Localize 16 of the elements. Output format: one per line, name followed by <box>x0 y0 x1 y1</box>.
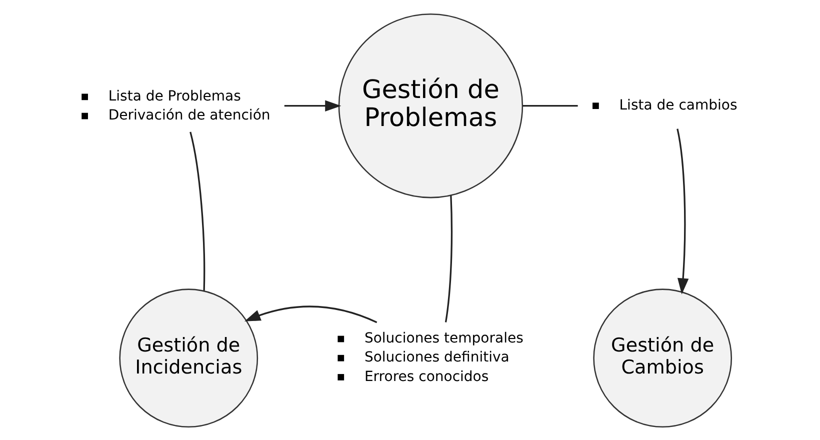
connector <box>444 194 453 322</box>
node-label: Lista de Problemas <box>108 88 241 104</box>
node-circle: Gestión de Problemas <box>338 12 524 198</box>
node-circle: Gestión de Cambios <box>593 288 732 428</box>
connector <box>190 131 206 290</box>
arrow <box>676 128 689 294</box>
node-circle: Gestión de Incidencias <box>119 288 258 428</box>
arrow <box>244 305 378 323</box>
node-label: Lista de cambios <box>619 96 738 113</box>
node-label: Errores conocidos <box>364 368 489 384</box>
connector <box>522 104 578 106</box>
arrow <box>284 100 342 111</box>
node-label: Soluciones definitiva <box>364 349 510 366</box>
node-label: Soluciones temporales <box>364 330 524 346</box>
node-box <box>592 102 599 109</box>
node-label: Derivación de atención <box>108 107 270 124</box>
